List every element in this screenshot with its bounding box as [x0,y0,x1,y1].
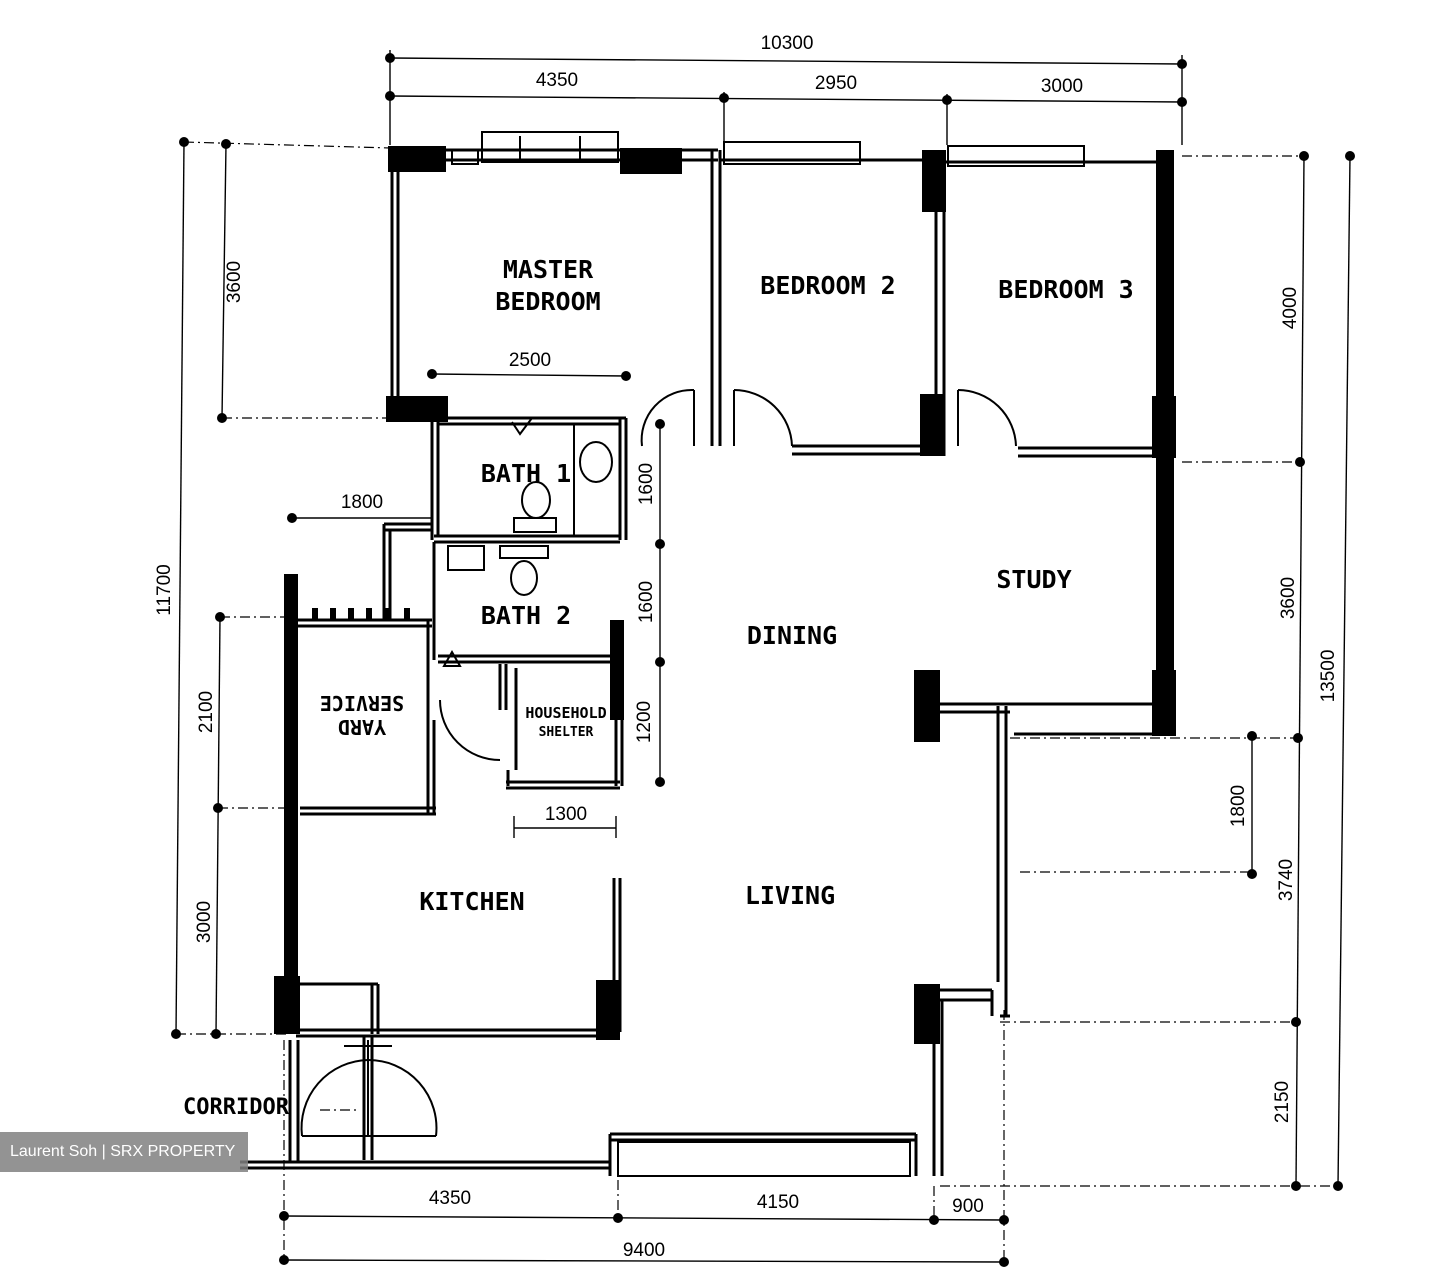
bottom-dimensions [279,1010,1009,1267]
label-bath-2: BATH 2 [481,601,571,630]
dim-bottom-total: 9400 [623,1240,665,1261]
dim-left-master: 3600 [224,261,245,303]
label-corridor: CORRIDOR [183,1095,290,1120]
label-household-shelter-1: HOUSEHOLD [525,704,606,722]
dim-top-bed2: 2950 [815,73,857,94]
columns [274,146,1176,1034]
dim-bottom-balcony: 900 [952,1196,984,1217]
label-living: LIVING [745,881,835,910]
label-service-yard-1: SERVICE [320,691,404,715]
dim-bottom-kitchen: 4350 [429,1188,471,1209]
doors [300,388,1017,1137]
dim-right-study: 3600 [1278,577,1299,619]
dim-top-master: 4350 [536,70,578,91]
dim-right-bed: 4000 [1280,287,1301,329]
internal-dimensions [287,369,665,838]
dim-master-bath: 2500 [509,350,551,371]
label-master-bedroom-1: MASTER [503,255,594,284]
dim-left-yard: 2100 [196,691,217,733]
walls [240,131,1174,1177]
dim-right-living: 3740 [1276,859,1297,901]
dim-shelter-depth: 1200 [634,701,655,743]
dim-left-total: 11700 [154,564,175,615]
dim-bottom-living: 4150 [757,1192,799,1213]
watermark: Laurent Soh | SRX PROPERTY [0,1132,248,1172]
label-bath-1: BATH 1 [481,459,571,488]
dim-shelter-width: 1300 [545,804,587,825]
label-kitchen: KITCHEN [419,887,524,916]
dim-yard-width: 1800 [341,492,383,513]
dim-right-bottom: 2150 [1272,1081,1293,1123]
dim-left-kitchen: 3000 [194,901,215,943]
label-service-yard-2: YARD [338,715,386,739]
dim-right-total: 13500 [1318,650,1339,703]
label-dining: DINING [747,621,837,650]
label-study: STUDY [996,565,1071,594]
dim-right-living-upper: 1800 [1228,785,1249,827]
left-dimensions [171,137,391,1039]
label-bedroom-2: BEDROOM 2 [760,271,895,300]
label-bedroom-3: BEDROOM 3 [998,275,1133,304]
label-master-bedroom-2: BEDROOM [495,287,600,316]
right-dimensions [940,151,1355,1191]
dim-top-total: 10300 [761,33,814,54]
dim-bath2-depth: 1600 [636,581,657,623]
label-household-shelter-2: SHELTER [539,725,594,740]
top-dimensions [385,50,1187,145]
dim-bath1-depth: 1600 [636,463,657,505]
dim-top-bed3: 3000 [1041,76,1083,97]
